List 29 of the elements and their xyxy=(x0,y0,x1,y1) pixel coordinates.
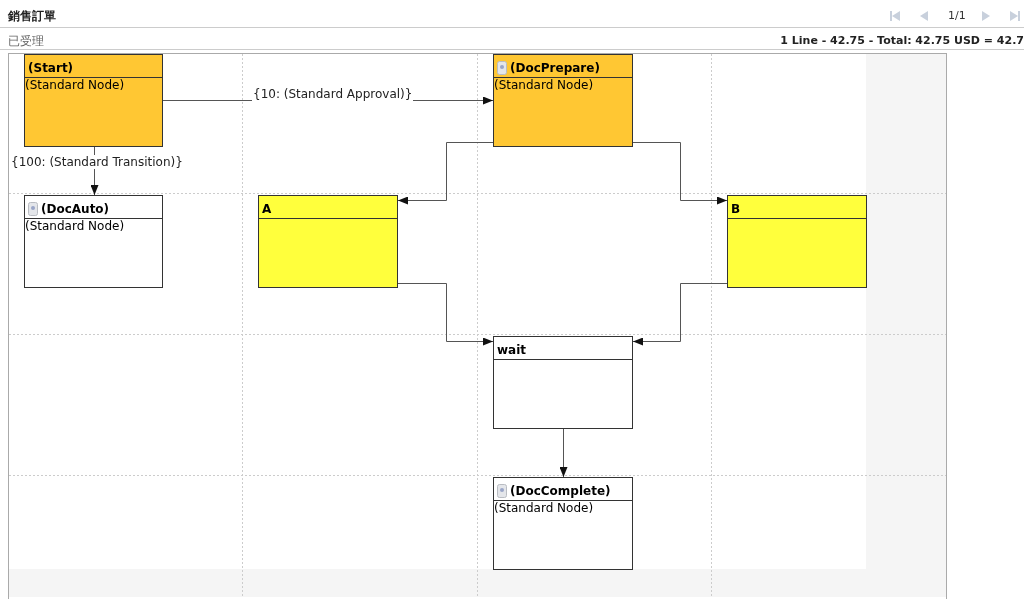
order-summary: 1 Line - 42.75 - Total: 42.75 USD = 42.7 xyxy=(780,34,1024,47)
node-box xyxy=(493,477,633,570)
node-title: A xyxy=(262,201,272,216)
node-title: wait xyxy=(497,342,527,357)
arrow xyxy=(632,142,728,205)
arrow xyxy=(559,428,568,478)
node-title: B xyxy=(731,201,741,216)
arrow xyxy=(632,283,728,346)
edge-label: {100: (Standard Transition)} xyxy=(10,155,184,169)
node-title: (DocComplete) xyxy=(510,483,611,498)
node-title: (Start) xyxy=(28,60,74,75)
node-box xyxy=(258,195,398,288)
node-box xyxy=(493,54,633,147)
arrow xyxy=(397,142,494,205)
node-subtitle: (Standard Node) xyxy=(25,78,126,92)
node-box xyxy=(24,195,163,288)
node-subtitle: (Standard Node) xyxy=(494,78,595,92)
node-subtitle: (Standard Node) xyxy=(25,219,126,233)
status-text: 已受理 xyxy=(8,33,44,50)
node-box xyxy=(493,336,633,429)
edge-label: {10: (Standard Approval)} xyxy=(252,87,414,101)
arrow xyxy=(397,283,494,346)
node-title: (DocPrepare) xyxy=(510,60,600,75)
node-box xyxy=(727,195,867,288)
node-box xyxy=(24,54,163,147)
node-title: (DocAuto) xyxy=(41,201,110,216)
page-title: 銷售訂單 xyxy=(8,8,56,25)
node-subtitle: (Standard Node) xyxy=(494,501,595,515)
page-counter: 1/1 xyxy=(948,9,966,22)
